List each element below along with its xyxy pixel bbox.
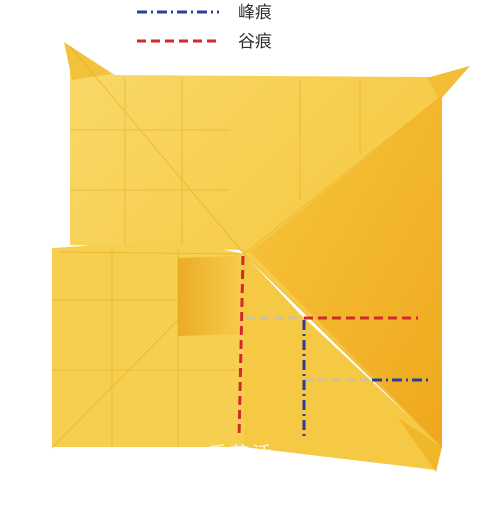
watermark-name: 手艺活 — [208, 443, 274, 465]
legend-valley-fold: 谷痕 — [137, 32, 272, 52]
legend-mountain-fold: 峰痕 — [137, 3, 272, 23]
ghost-guide-lines — [246, 316, 372, 382]
valley-fold-vertical-left — [237, 255, 245, 439]
inner-pocket — [178, 256, 244, 336]
lower-right-flap — [244, 254, 442, 470]
valley-fold-label: 谷痕 — [238, 32, 272, 52]
watermark: 手艺活 SHOUYIHUO.COM — [205, 443, 288, 476]
top-left-flap — [64, 42, 112, 80]
folded-paper — [51, 42, 470, 472]
valley-folds — [237, 255, 418, 439]
right-flap — [250, 96, 442, 447]
top-right-tip — [427, 66, 470, 100]
mountain-fold-label: 峰痕 — [238, 3, 272, 23]
bottom-right-tip — [398, 418, 442, 472]
legend: 峰痕 谷痕 — [137, 3, 272, 52]
crease-lines — [51, 45, 443, 449]
watermark-site: SHOUYIHUO.COM — [205, 467, 288, 476]
mountain-folds — [302, 320, 428, 438]
